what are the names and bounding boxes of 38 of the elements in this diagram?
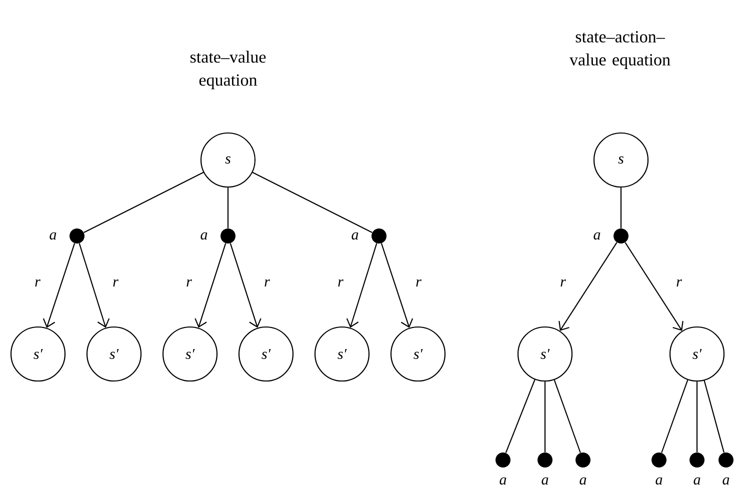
action-label: a (542, 477, 548, 485)
action-dot (718, 452, 734, 468)
arrow (194, 243, 226, 328)
action-label: a (352, 232, 358, 240)
edge-label: r (416, 279, 422, 287)
edge-label: r (264, 279, 270, 287)
arrow (380, 243, 414, 328)
action-label: a (656, 477, 662, 485)
edge-label: r (186, 279, 192, 287)
edge-label: r (560, 279, 566, 287)
action-label: a (500, 477, 506, 485)
title: state–value equation (190, 50, 266, 90)
action-label: a (580, 477, 586, 485)
arrow (42, 243, 76, 328)
action-label: a (50, 232, 56, 240)
action-dot (652, 452, 666, 468)
edge-label: r (35, 279, 40, 287)
arrow (558, 242, 618, 331)
action-dot (496, 452, 510, 468)
action-dot (70, 228, 84, 244)
action-label: a (722, 477, 730, 485)
edge-label: r (676, 279, 682, 287)
action-dot (372, 228, 386, 244)
arrow (78, 243, 110, 328)
edge-label: r (338, 279, 344, 287)
action-dot (690, 452, 704, 468)
arrow (346, 243, 378, 328)
arrow (624, 242, 684, 331)
action-dot (538, 452, 552, 468)
action-label: a (594, 232, 600, 240)
action-dot (576, 452, 590, 468)
action-label: a (200, 232, 208, 240)
edge-label: r (113, 279, 118, 287)
action-label: a (694, 477, 700, 485)
action-dot (220, 228, 236, 244)
action-dot (614, 228, 628, 244)
title: state–action–value equation (570, 31, 670, 69)
arrow (230, 243, 262, 328)
